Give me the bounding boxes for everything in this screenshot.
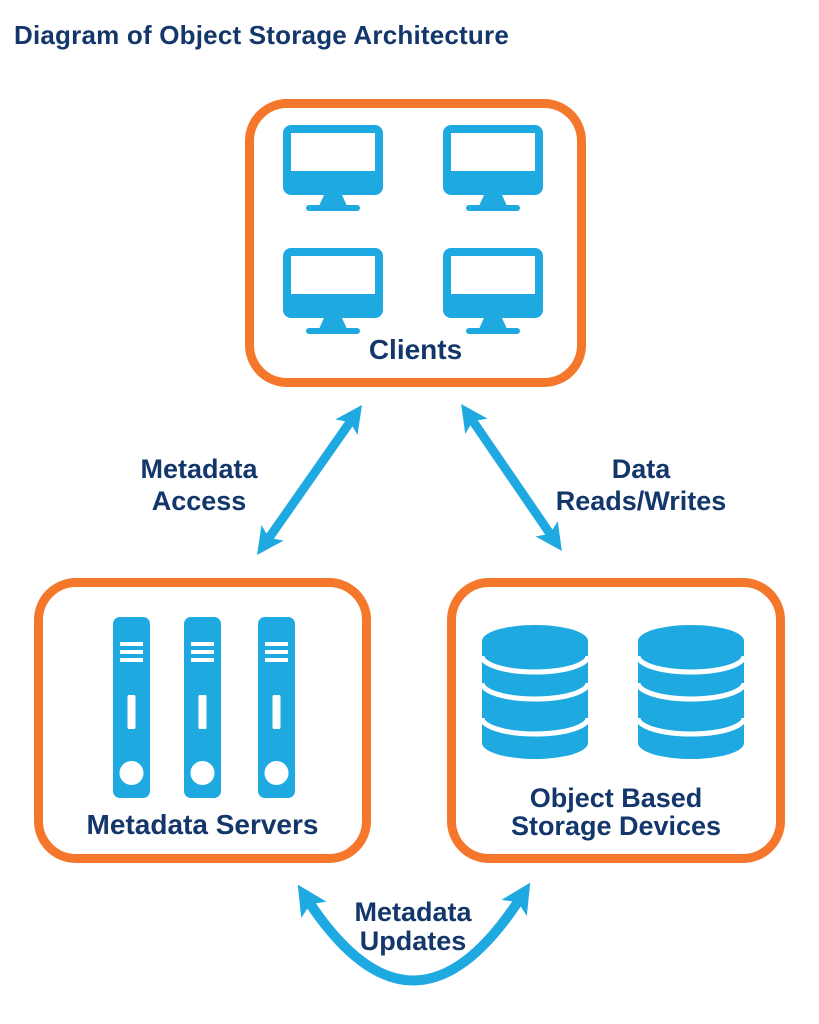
metadata-updates-label: Metadata Updates <box>354 897 472 956</box>
server-binder-icon <box>113 617 150 798</box>
database-cylinder-icon <box>482 625 588 759</box>
diagram-title: Diagram of Object Storage Architecture <box>14 20 509 50</box>
server-binder-icon <box>184 617 221 798</box>
object-storage-label: Object Based Storage Devices <box>510 783 722 841</box>
monitor-icon <box>443 125 543 211</box>
data-reads-writes-arrow <box>461 403 562 552</box>
clients-box: Clients <box>245 99 586 387</box>
object-storage-box: Object Based Storage Devices <box>447 578 785 863</box>
data-reads-writes-label: Data Reads/Writes <box>555 454 727 516</box>
metadata-access-arrow <box>257 405 362 555</box>
database-cylinder-icon <box>638 625 744 759</box>
metadata-servers-box: Metadata Servers <box>34 578 371 863</box>
metadata-servers-label: Metadata Servers <box>86 809 319 840</box>
metadata-access-label: Metadata Access <box>140 454 258 516</box>
monitor-icon <box>443 248 543 334</box>
clients-label: Clients <box>368 334 463 365</box>
monitor-icon <box>283 248 383 334</box>
server-binder-icon <box>258 617 295 798</box>
monitor-icon <box>283 125 383 211</box>
